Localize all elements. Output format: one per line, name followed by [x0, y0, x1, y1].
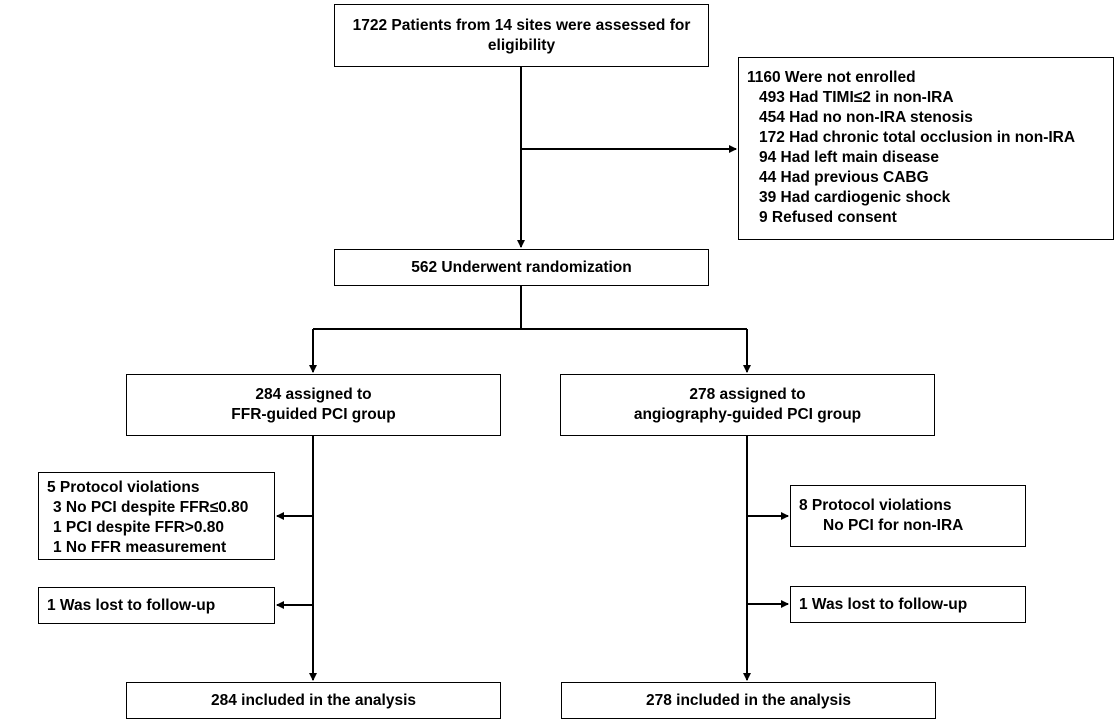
- angio-analysis-label: 278 included in the analysis: [645, 691, 852, 709]
- not-enrolled-reason: 39 Had cardiogenic shock: [759, 189, 951, 206]
- ffr-lost-label: 1 Was lost to follow-up: [47, 596, 216, 614]
- assessed-box: 1722 Patients from 14 sites were assesse…: [334, 4, 709, 67]
- ffr-assigned-box: 284 assigned to FFR-guided PCI group: [126, 374, 501, 436]
- not-enrolled-reason: 493 Had TIMI≤2 in non-IRA: [759, 89, 954, 106]
- angio-violations-box: 8 Protocol violations No PCI for non-IRA: [790, 485, 1026, 547]
- ffr-analysis-label: 284 included in the analysis: [210, 691, 417, 709]
- not-enrolled-title: 1160 Were not enrolled: [747, 69, 916, 86]
- assessed-line-2: eligibility: [487, 36, 556, 54]
- ffr-violation-item: 3 No PCI despite FFR≤0.80: [53, 499, 249, 516]
- ffr-assigned-line-1: 284 assigned to: [255, 386, 372, 403]
- not-enrolled-reason: 454 Had no non-IRA stenosis: [759, 109, 973, 126]
- angio-lost-box: 1 Was lost to follow-up: [790, 586, 1026, 623]
- angio-assigned-line-2: angiography-guided PCI group: [633, 406, 862, 423]
- not-enrolled-reason: 172 Had chronic total occlusion in non-I…: [759, 129, 1076, 146]
- assessed-line-1: 1722 Patients from 14 sites were assesse…: [352, 16, 691, 34]
- ffr-lost-box: 1 Was lost to follow-up: [38, 587, 275, 624]
- randomization-box: 562 Underwent randomization: [334, 249, 709, 286]
- not-enrolled-reason: 44 Had previous CABG: [759, 169, 929, 186]
- ffr-analysis-box: 284 included in the analysis: [126, 682, 501, 719]
- angio-violation-item: No PCI for non-IRA: [823, 517, 964, 534]
- not-enrolled-reason: 9 Refused consent: [759, 209, 897, 226]
- ffr-violations-title: 5 Protocol violations: [47, 479, 200, 496]
- not-enrolled-box: 1160 Were not enrolled 493 Had TIMI≤2 in…: [738, 57, 1114, 240]
- angio-lost-label: 1 Was lost to follow-up: [799, 595, 968, 613]
- angio-assigned-box: 278 assigned to angiography-guided PCI g…: [560, 374, 935, 436]
- ffr-violations-box: 5 Protocol violations 3 No PCI despite F…: [38, 472, 275, 560]
- ffr-violation-item: 1 No FFR measurement: [53, 539, 227, 556]
- angio-violations-title: 8 Protocol violations: [799, 497, 952, 514]
- ffr-violation-item: 1 PCI despite FFR>0.80: [53, 519, 224, 536]
- angio-assigned-line-1: 278 assigned to: [689, 386, 806, 403]
- not-enrolled-reason: 94 Had left main disease: [759, 149, 940, 166]
- angio-analysis-box: 278 included in the analysis: [561, 682, 936, 719]
- ffr-assigned-line-2: FFR-guided PCI group: [231, 406, 396, 423]
- randomization-label: 562 Underwent randomization: [411, 258, 632, 276]
